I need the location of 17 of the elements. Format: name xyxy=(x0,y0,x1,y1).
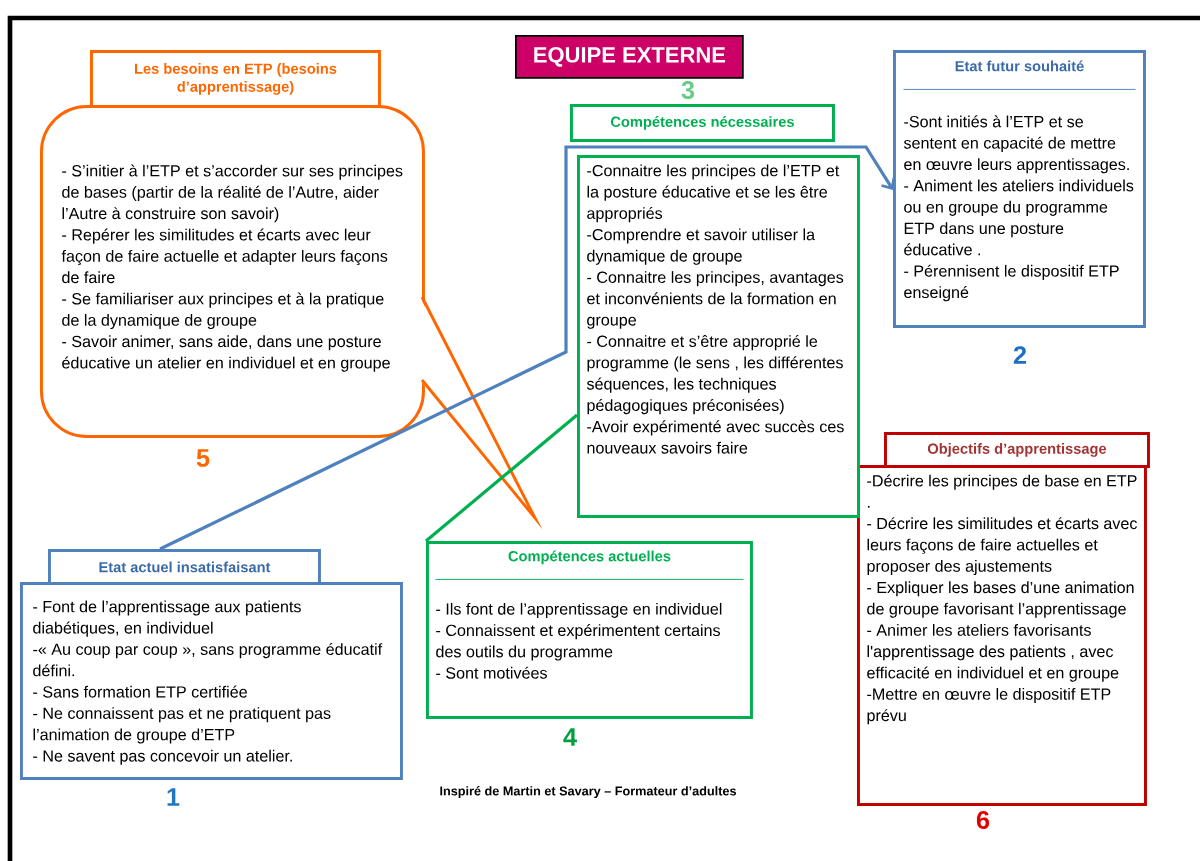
text-box: Compétences actuelles - Ils font de l’apprentissage en individuel - Connaissent et expérimentent certains des outils du programme - Sont motivées xyxy=(426,541,753,719)
connector-line xyxy=(424,413,579,543)
step-number: 6 xyxy=(976,811,990,829)
team-banner: EQUIPE EXTERNE xyxy=(515,35,744,79)
text-box: -Connaitre les principes de l’ETP et la posture éducative et se les être appropriés -Comprendre et savoir utiliser la dynamique de groupe - Connaitre les principes, avantages et inconvénients de la formation en groupe - Connaitre et s’être approprié le programme (le sens , les différentes séquences, les techniques pédagogiques préconisées) -Avoir expérimenté avec succès ces nouveaux savoirs faire xyxy=(577,155,860,518)
heading-box: Les besoins en ETP (besoins d’apprentissage) xyxy=(90,50,381,108)
heading-box: Compétences nécessaires xyxy=(570,104,835,142)
step-number: 4 xyxy=(563,728,577,746)
source-note: Inspiré de Martin et Savary – Formateur d’adultes xyxy=(440,786,736,798)
step-number: 1 xyxy=(167,788,180,806)
text-box: Etat futur souhaité -Sont initiés à l’ETP et se sentent en capacité de mettre en œuvre leurs apprentissages. - Animent les ateliers individuels ou en groupe du programme ETP dans une posture éducative . - Pérennisent le dispositif ETP enseigné xyxy=(893,50,1146,328)
step-number: 3 xyxy=(681,81,695,99)
step-number: 5 xyxy=(196,449,210,467)
heading-box: Objectifs d’apprentissage xyxy=(884,432,1150,468)
step-number: 2 xyxy=(1013,346,1027,364)
heading-box: Etat actuel insatisfaisant xyxy=(48,549,321,585)
connector-line xyxy=(159,145,896,551)
